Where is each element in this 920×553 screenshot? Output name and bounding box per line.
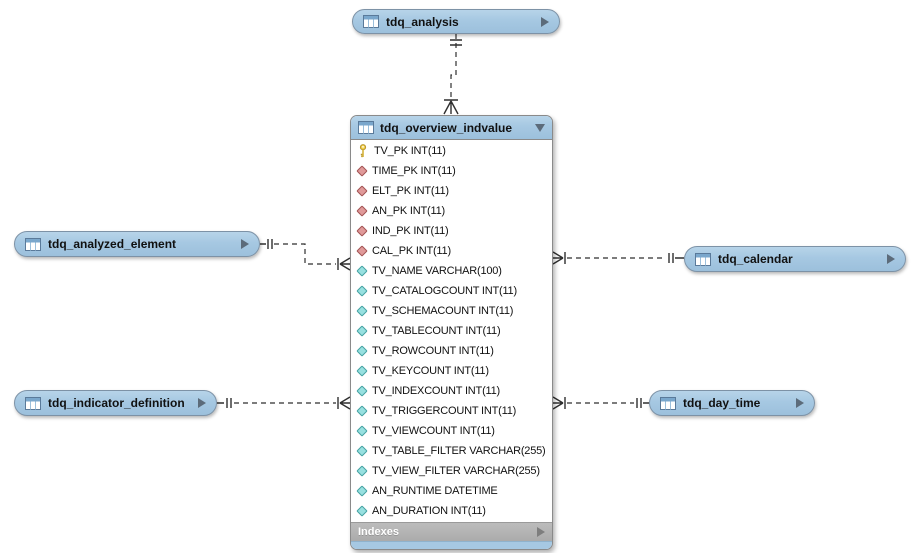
foreign-key-icon [356, 245, 368, 257]
column-text: AN_DURATION INT(11) [372, 505, 486, 517]
column-text: TV_TRIGGERCOUNT INT(11) [372, 405, 517, 417]
column-row[interactable]: AN_DURATION INT(11) [351, 501, 552, 521]
column-icon [356, 285, 368, 297]
table-header[interactable]: tdq_overview_indvalue [351, 116, 552, 140]
column-row[interactable]: TV_TABLECOUNT INT(11) [351, 321, 552, 341]
column-icon [356, 405, 368, 417]
column-icon [356, 385, 368, 397]
column-text: IND_PK INT(11) [372, 225, 449, 237]
expand-indexes-icon[interactable] [537, 527, 545, 537]
column-text: TV_TABLE_FILTER VARCHAR(255) [372, 445, 546, 457]
column-text: CAL_PK INT(11) [372, 245, 451, 257]
column-text: TV_CATALOGCOUNT INT(11) [372, 285, 517, 297]
relationship-indicator-definition-overview[interactable] [217, 396, 351, 410]
table-title: tdq_calendar [718, 252, 793, 266]
foreign-key-icon [356, 225, 368, 237]
column-row[interactable]: TV_ROWCOUNT INT(11) [351, 341, 552, 361]
expand-icon[interactable] [541, 16, 549, 27]
relationship-overview-calendar[interactable] [552, 251, 684, 265]
expand-icon[interactable] [796, 398, 804, 408]
column-text: TV_INDEXCOUNT INT(11) [372, 385, 501, 397]
column-row[interactable]: IND_PK INT(11) [351, 221, 552, 241]
column-text: AN_RUNTIME DATETIME [372, 485, 498, 497]
column-row[interactable]: TV_NAME VARCHAR(100) [351, 261, 552, 281]
relationship-overview-day-time[interactable] [552, 396, 649, 410]
table-title: tdq_indicator_definition [48, 396, 185, 410]
column-list: TV_PK INT(11) TIME_PK INT(11) ELT_PK INT(1… [351, 140, 552, 522]
column-row[interactable]: TV_INDEXCOUNT INT(11) [351, 381, 552, 401]
column-row[interactable]: TIME_PK INT(11) [351, 161, 552, 181]
table-node-tdq-day-time[interactable]: tdq_day_time [649, 390, 815, 416]
column-row[interactable]: TV_VIEW_FILTER VARCHAR(255) [351, 461, 552, 481]
column-row[interactable]: TV_CATALOGCOUNT INT(11) [351, 281, 552, 301]
column-icon [356, 345, 368, 357]
foreign-key-icon [356, 185, 368, 197]
table-node-tdq-calendar[interactable]: tdq_calendar [684, 246, 906, 272]
column-icon [356, 325, 368, 337]
table-icon [25, 396, 41, 410]
expand-icon[interactable] [241, 239, 249, 249]
table-icon [695, 252, 711, 266]
column-text: TV_VIEW_FILTER VARCHAR(255) [372, 465, 540, 477]
column-text: TV_VIEWCOUNT INT(11) [372, 425, 495, 437]
column-row[interactable]: CAL_PK INT(11) [351, 241, 552, 261]
primary-key-icon [358, 144, 368, 158]
table-icon [358, 121, 374, 134]
column-icon [356, 265, 368, 277]
indexes-section[interactable]: Indexes [351, 522, 552, 541]
column-text: AN_PK INT(11) [372, 205, 445, 217]
column-text: TV_PK INT(11) [374, 145, 446, 157]
table-node-tdq-analyzed-element[interactable]: tdq_analyzed_element [14, 231, 260, 257]
column-icon [356, 465, 368, 477]
column-row[interactable]: TV_TRIGGERCOUNT INT(11) [351, 401, 552, 421]
table-title: tdq_day_time [683, 396, 761, 410]
column-row[interactable]: AN_RUNTIME DATETIME [351, 481, 552, 501]
table-icon [363, 15, 379, 28]
column-text: TV_SCHEMACOUNT INT(11) [372, 305, 514, 317]
table-title: tdq_analysis [386, 14, 459, 29]
table-node-tdq-indicator-definition[interactable]: tdq_indicator_definition [14, 390, 217, 416]
column-row[interactable]: TV_TABLE_FILTER VARCHAR(255) [351, 441, 552, 461]
relationship-analysis-overview[interactable] [443, 34, 462, 115]
relationship-analyzed-element-overview[interactable] [260, 239, 351, 271]
column-row[interactable]: TV_VIEWCOUNT INT(11) [351, 421, 552, 441]
column-text: TIME_PK INT(11) [372, 165, 456, 177]
table-title: tdq_overview_indvalue [380, 120, 513, 135]
column-text: TV_ROWCOUNT INT(11) [372, 345, 494, 357]
expand-icon[interactable] [198, 398, 206, 408]
table-footer-strip [351, 541, 552, 549]
column-text: TV_NAME VARCHAR(100) [372, 265, 502, 277]
table-node-tdq-overview-indvalue[interactable]: tdq_overview_indvalue TV_PK INT(11) TIME_… [350, 115, 553, 550]
column-icon [356, 365, 368, 377]
column-icon [356, 305, 368, 317]
column-row[interactable]: TV_KEYCOUNT INT(11) [351, 361, 552, 381]
expand-icon[interactable] [887, 254, 895, 264]
column-text: ELT_PK INT(11) [372, 185, 449, 197]
column-row[interactable]: AN_PK INT(11) [351, 201, 552, 221]
column-row[interactable]: TV_SCHEMACOUNT INT(11) [351, 301, 552, 321]
column-icon [356, 425, 368, 437]
column-icon [356, 485, 368, 497]
foreign-key-icon [356, 165, 368, 177]
column-text: TV_KEYCOUNT INT(11) [372, 365, 489, 377]
table-node-tdq-analysis[interactable]: tdq_analysis [352, 9, 560, 34]
foreign-key-icon [356, 205, 368, 217]
table-icon [660, 396, 676, 410]
column-icon [356, 445, 368, 457]
indexes-label: Indexes [358, 526, 399, 538]
table-title: tdq_analyzed_element [48, 237, 177, 251]
column-icon [356, 505, 368, 517]
table-icon [25, 237, 41, 251]
column-row[interactable]: TV_PK INT(11) [351, 141, 552, 161]
collapse-icon[interactable] [535, 123, 545, 132]
column-row[interactable]: ELT_PK INT(11) [351, 181, 552, 201]
column-text: TV_TABLECOUNT INT(11) [372, 325, 501, 337]
